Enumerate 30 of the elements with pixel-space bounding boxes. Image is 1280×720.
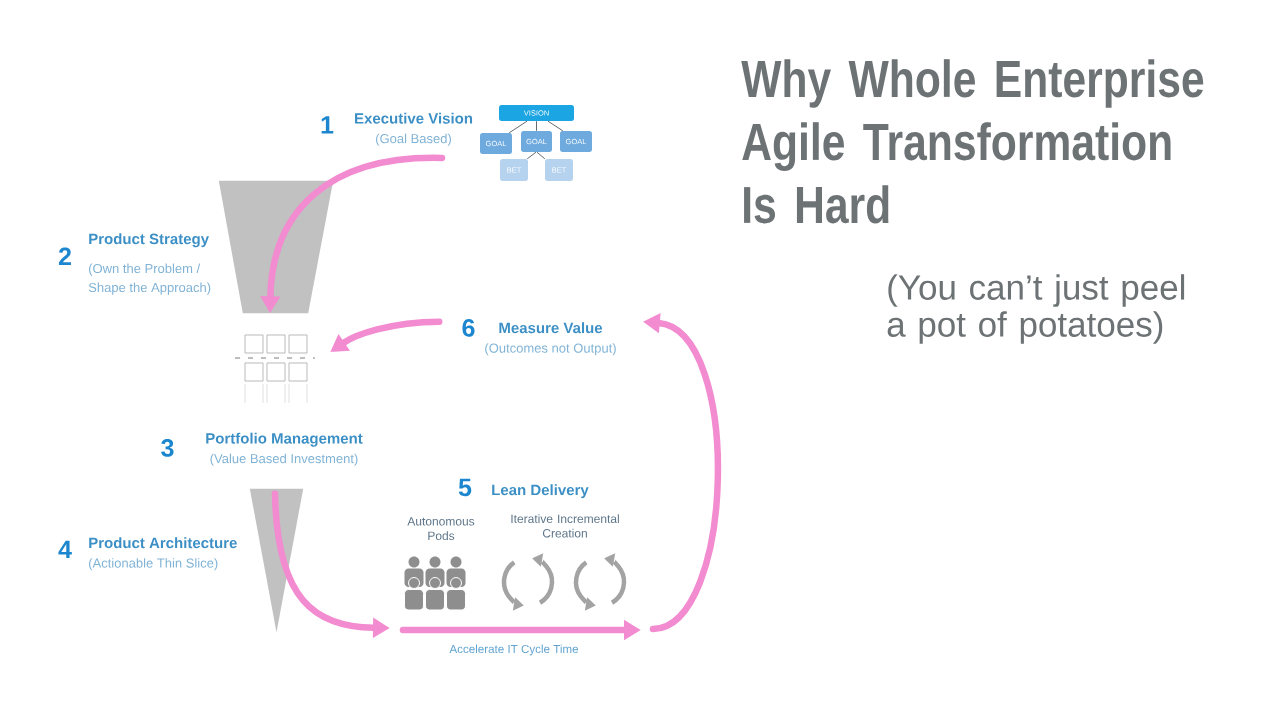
stage-subtitle: (Outcomes not Output) <box>485 343 616 356</box>
grid-drawing <box>234 334 316 404</box>
step-number: 4 <box>58 540 72 558</box>
stage-heading: Product Strategy <box>89 233 209 248</box>
step-number: 1 <box>321 116 334 134</box>
stage-subtitle: (Actionable Thin Slice) <box>89 558 218 571</box>
arrow-caption: Accelerate IT Cycle Time <box>449 644 579 656</box>
connector-line <box>526 151 537 160</box>
stage-heading: Measure Value <box>499 322 603 334</box>
stage-subtitle: (Goal Based) <box>376 133 451 146</box>
step-number: 2 <box>58 247 71 265</box>
slide-title: Why Whole Enterprise Agile Transformation Is Hard <box>741 59 1204 224</box>
icon-caption: Iterative Incremental Creation <box>511 514 619 538</box>
step-number: 5 <box>458 478 472 497</box>
funnel <box>249 488 304 633</box>
connector-line <box>547 120 564 132</box>
stage-subtitle: (Own the Problem / Shape the Approach) <box>88 263 211 295</box>
stage-heading: Executive Vision <box>355 112 473 124</box>
stage-subtitle: (Value Based Investment) <box>210 453 358 466</box>
step-number: 3 <box>161 439 174 457</box>
stage-heading: Lean Delivery <box>492 484 589 499</box>
funnel <box>218 180 334 314</box>
icon-caption: Autonomous Pods <box>407 517 475 541</box>
stage-heading: Product Architecture <box>89 537 237 549</box>
step-number: 6 <box>462 319 475 337</box>
stage-heading: Portfolio Management <box>206 432 363 447</box>
connector-line <box>536 120 537 132</box>
connector-line <box>508 120 528 134</box>
subtitle: (You can’t just peel a pot of potatoes) <box>887 274 1185 344</box>
connector-line <box>536 151 546 160</box>
